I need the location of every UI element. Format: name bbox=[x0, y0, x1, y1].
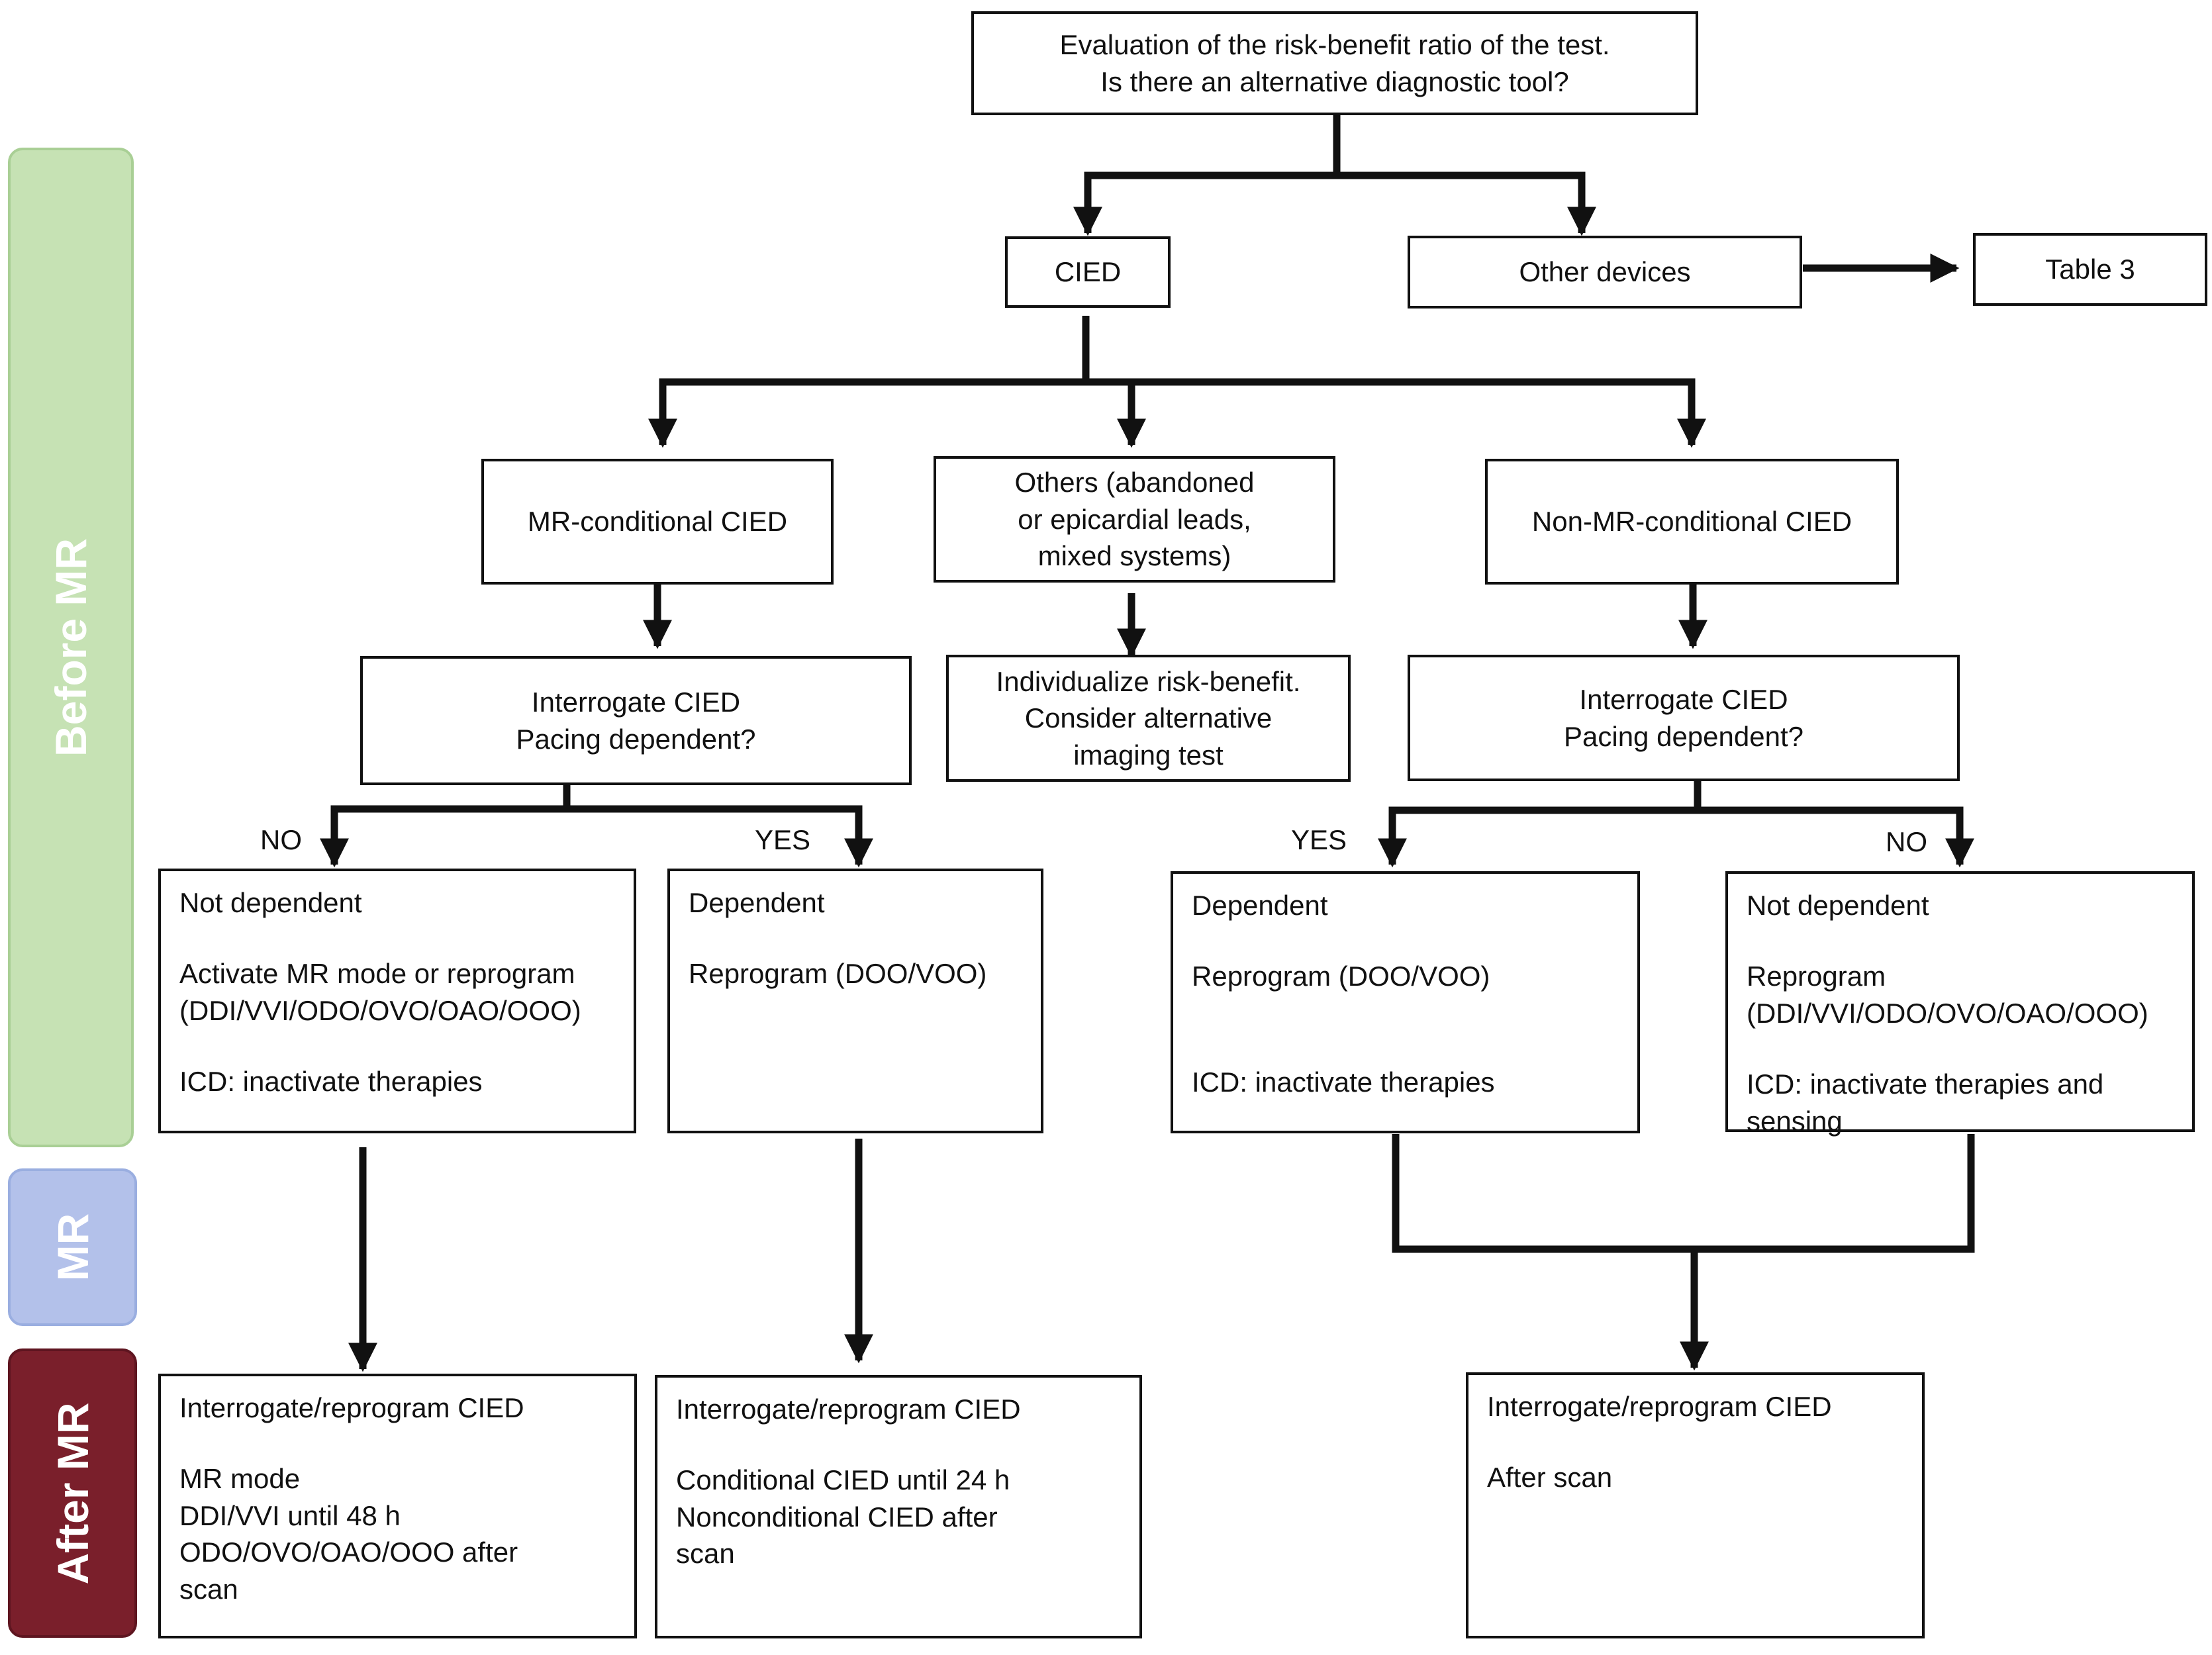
others-node: Others (abandoned or epicardial leads, m… bbox=[934, 456, 1335, 583]
mrc-not-dependent-line2: (DDI/VVI/ODO/OVO/OAO/OOO) bbox=[179, 994, 581, 1026]
after-nmrc-node: Interrogate/reprogram CIED After scan bbox=[1466, 1372, 1925, 1638]
after-mrc-not-dependent-line3: ODO/OVO/OAO/OOO after bbox=[179, 1537, 518, 1568]
after-nmrc-line1: After scan bbox=[1487, 1462, 1613, 1493]
non-mr-conditional-text: Non-MR-conditional CIED bbox=[1531, 506, 1852, 538]
start-line1: Evaluation of the risk-benefit ratio of … bbox=[1059, 29, 1610, 61]
mrc-dependent-line1: Reprogram (DOO/VOO) bbox=[689, 958, 987, 990]
nmrc-dependent-node: Dependent Reprogram (DOO/VOO) ICD: inact… bbox=[1171, 871, 1640, 1133]
interrogate-left-line1: Interrogate CIED bbox=[531, 686, 741, 718]
after-mrc-dependent-node: Interrogate/reprogram CIED Conditional C… bbox=[655, 1375, 1142, 1638]
others-line1: Others (abandoned bbox=[1014, 467, 1255, 498]
after-mrc-not-dependent-node: Interrogate/reprogram CIED MR mode DDI/V… bbox=[158, 1374, 637, 1638]
mrc-not-dependent-line3: ICD: inactivate therapies bbox=[179, 1066, 483, 1098]
after-mrc-dependent-line3: scan bbox=[676, 1538, 735, 1570]
start-node: Evaluation of the risk-benefit ratio of … bbox=[971, 11, 1698, 115]
mrc-dependent-node: Dependent Reprogram (DOO/VOO) bbox=[667, 869, 1043, 1133]
after-mrc-not-dependent-line2: DDI/VVI until 48 h bbox=[179, 1499, 401, 1531]
non-mr-conditional-node: Non-MR-conditional CIED bbox=[1485, 459, 1899, 585]
table3-text: Table 3 bbox=[2045, 254, 2135, 285]
individualize-node: Individualize risk-benefit. Consider alt… bbox=[946, 655, 1351, 782]
mrc-dependent-title: Dependent bbox=[689, 887, 825, 918]
connector-merge-right bbox=[1392, 1134, 1975, 1253]
nmrc-not-dependent-node: Not dependent Reprogram (DDI/VVI/ODO/OVO… bbox=[1725, 871, 2195, 1137]
after-mrc-not-dependent-line4: scan bbox=[179, 1573, 238, 1605]
individualize-line1: Individualize risk-benefit. bbox=[996, 665, 1301, 697]
individualize-line3: imaging test bbox=[1073, 739, 1224, 771]
interrogate-right-node: Interrogate CIED Pacing dependent? bbox=[1408, 655, 1960, 781]
nmrc-dependent-line1: Reprogram (DOO/VOO) bbox=[1192, 961, 1490, 992]
nmrc-not-dependent-line3: ICD: inactivate therapies and bbox=[1747, 1068, 2104, 1100]
mr-conditional-node: MR-conditional CIED bbox=[481, 459, 834, 585]
cied-text: CIED bbox=[1054, 256, 1122, 288]
interrogate-right-line1: Interrogate CIED bbox=[1579, 684, 1788, 716]
nmrc-not-dependent-line1: Reprogram bbox=[1747, 961, 1886, 992]
table3-node: Table 3 bbox=[1973, 233, 2207, 306]
nmrc-dependent-title: Dependent bbox=[1192, 890, 1328, 921]
nmrc-not-dependent-line4: sensing bbox=[1747, 1105, 1843, 1137]
individualize-line2: Consider alternative bbox=[1024, 702, 1273, 734]
nmrc-not-dependent-title: Not dependent bbox=[1747, 890, 1929, 921]
interrogate-left-node: Interrogate CIED Pacing dependent? bbox=[360, 656, 912, 785]
interrogate-right-line2: Pacing dependent? bbox=[1564, 720, 1803, 752]
phase-bar-before-mr: Before MR bbox=[8, 148, 134, 1147]
branch-label-yes-left: YES bbox=[755, 824, 811, 855]
after-nmrc-title: Interrogate/reprogram CIED bbox=[1487, 1391, 1832, 1422]
connector-split-top bbox=[1084, 171, 1586, 233]
other-devices-text: Other devices bbox=[1519, 256, 1691, 288]
after-mrc-dependent-line2: Nonconditional CIED after bbox=[676, 1501, 998, 1533]
mrc-not-dependent-title: Not dependent bbox=[179, 887, 362, 918]
branch-label-no-right: NO bbox=[1886, 826, 1927, 857]
nmrc-not-dependent-line2: (DDI/VVI/ODO/OVO/OAO/OOO) bbox=[1747, 997, 2148, 1029]
after-mrc-dependent-line1: Conditional CIED until 24 h bbox=[676, 1464, 1010, 1496]
other-devices-node: Other devices bbox=[1408, 236, 1802, 308]
branch-label-yes-right: YES bbox=[1291, 824, 1347, 855]
branch-label-no-left: NO bbox=[260, 824, 302, 855]
start-line2: Is there an alternative diagnostic tool? bbox=[1100, 66, 1569, 97]
connector-split-cied bbox=[659, 378, 1696, 444]
mrc-not-dependent-node: Not dependent Activate MR mode or reprog… bbox=[158, 869, 636, 1133]
cied-node: CIED bbox=[1005, 236, 1171, 308]
mr-conditional-text: MR-conditional CIED bbox=[527, 506, 788, 538]
interrogate-left-line2: Pacing dependent? bbox=[516, 723, 756, 755]
phase-bar-mr: MR bbox=[8, 1168, 137, 1326]
after-mrc-not-dependent-title: Interrogate/reprogram CIED bbox=[179, 1392, 524, 1423]
after-mrc-dependent-title: Interrogate/reprogram CIED bbox=[676, 1394, 1021, 1425]
connector-split-right bbox=[1388, 806, 1964, 865]
connector-split-left bbox=[330, 805, 863, 864]
others-line2: or epicardial leads, bbox=[1018, 503, 1251, 535]
mrc-not-dependent-line1: Activate MR mode or reprogram bbox=[179, 958, 575, 990]
nmrc-dependent-line2: ICD: inactivate therapies bbox=[1192, 1066, 1495, 1098]
others-line3: mixed systems) bbox=[1037, 540, 1231, 572]
after-mrc-not-dependent-line1: MR mode bbox=[179, 1463, 301, 1495]
phase-bar-after-mr: After MR bbox=[8, 1348, 137, 1638]
